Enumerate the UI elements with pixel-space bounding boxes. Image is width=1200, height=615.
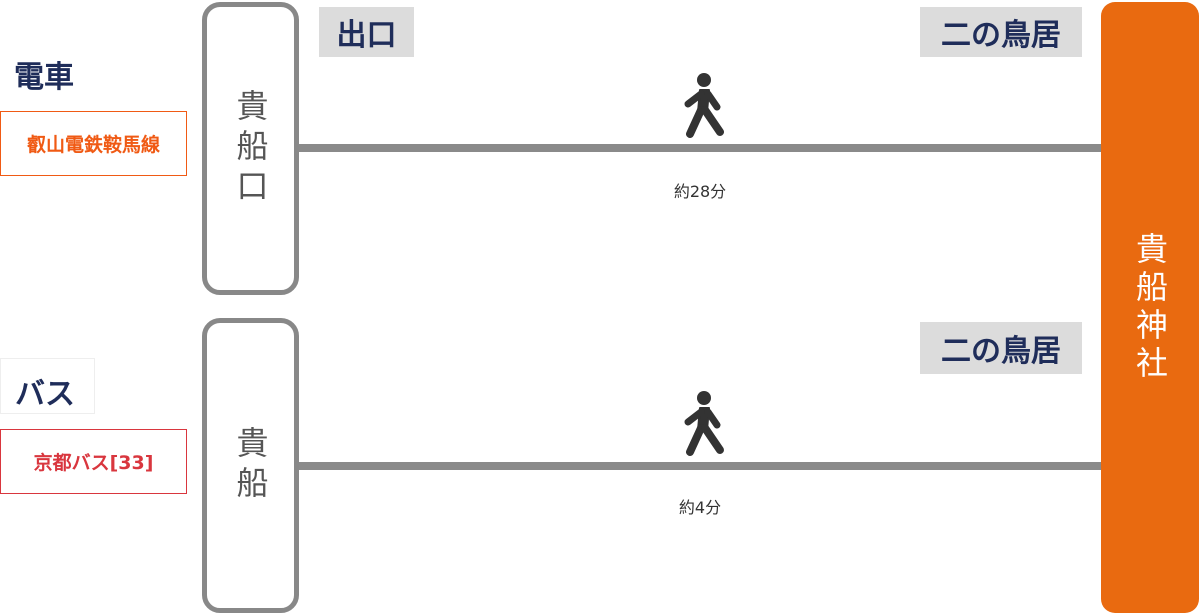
bus-line-label: 京都バス[33] <box>33 452 154 474</box>
arrival-tag-bus: 二の鳥居 <box>920 322 1082 374</box>
mode-label-bus: バス <box>15 377 75 412</box>
exit-tag: 出口 <box>319 7 414 57</box>
mode-label-train: 電車 <box>14 60 74 95</box>
bus-line-box: 京都バス[33] <box>0 429 187 494</box>
destination-kibune-shrine: 貴船神社 <box>1101 2 1199 613</box>
arrival-tag-label: 二の鳥居 <box>941 334 1061 369</box>
walking-person-icon <box>684 391 724 456</box>
walk-time-train: 約28分 <box>673 182 727 201</box>
destination-label: 貴船神社 <box>1131 231 1169 384</box>
walk-route-line-train <box>299 144 1103 152</box>
station-kibuneguchi: 貴船口 <box>202 2 299 295</box>
exit-tag-label: 出口 <box>336 18 397 53</box>
arrival-tag-train: 二の鳥居 <box>920 7 1082 57</box>
walk-time-bus: 約4分 <box>678 498 722 517</box>
walk-route-line-bus <box>299 462 1105 470</box>
train-line-label: 叡山電鉄鞍馬線 <box>26 134 160 156</box>
station-kibune: 貴船 <box>202 318 299 613</box>
arrival-tag-label: 二の鳥居 <box>941 18 1061 53</box>
walking-person-icon <box>684 73 724 138</box>
train-line-box: 叡山電鉄鞍馬線 <box>0 111 187 176</box>
mode-label-bus-box: バス <box>0 358 95 414</box>
station-label: 貴船 <box>231 425 270 506</box>
station-label: 貴船口 <box>231 88 270 209</box>
